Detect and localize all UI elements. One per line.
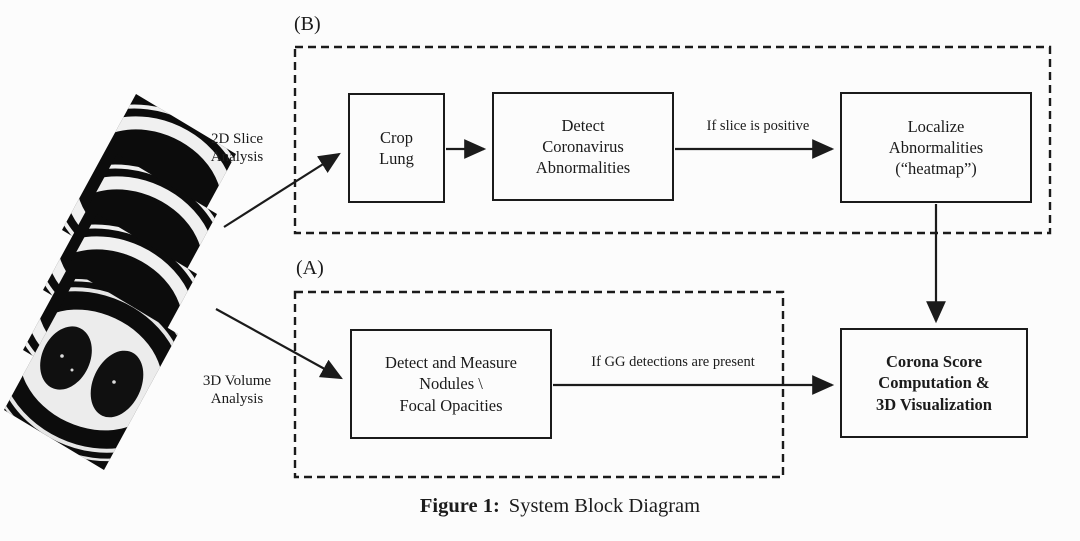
figure-caption-number: Figure 1:	[419, 495, 500, 517]
branch-label-3d-volume: 3D Volume Analysis	[202, 373, 272, 408]
edge-label-if-slice-positive: If slice is positive	[706, 118, 810, 134]
figure-caption: Figure 1: System Block Diagram	[40, 495, 1080, 518]
branch-label-2d-slice: 2D Slice Analysis	[210, 131, 264, 166]
ct-slice-stack-image	[4, 94, 236, 470]
ct-slice-front	[4, 274, 178, 470]
edge-label-if-gg-present: If GG detections are present	[591, 354, 755, 370]
box-detect-coronavirus-abnormalities: Detect Coronavirus Abnormalities	[492, 92, 674, 201]
box-crop-lung: Crop Lung	[348, 93, 445, 203]
box-detect-measure-nodules: Detect and Measure Nodules \ Focal Opaci…	[350, 329, 552, 439]
figure-caption-title: System Block Diagram	[508, 495, 701, 517]
box-localize-abnormalities: Localize Abnormalities (“heatmap”)	[840, 92, 1032, 203]
box-corona-score-output: Corona Score Computation & 3D Visualizat…	[840, 328, 1028, 438]
section-a-label: (A)	[296, 257, 324, 279]
section-b-label: (B)	[294, 13, 321, 35]
